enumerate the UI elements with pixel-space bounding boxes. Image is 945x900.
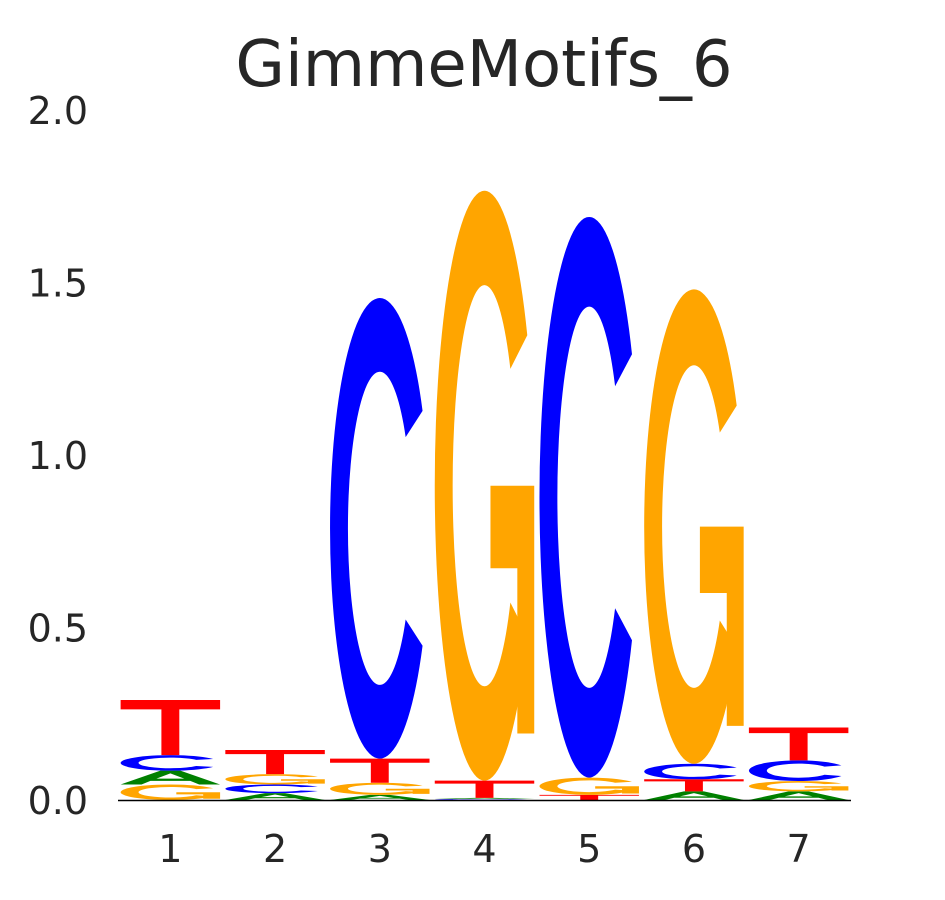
y-tick-label: 1.0 (28, 434, 88, 478)
logo-letter-G (644, 289, 744, 764)
logo-letter-shape (644, 763, 737, 780)
logo-letters (120, 190, 849, 800)
x-tick-label: 1 (158, 827, 182, 871)
logo-letter-shape (225, 784, 318, 794)
logo-letter-shape (644, 289, 737, 764)
logo-letter-C (539, 216, 632, 778)
y-tick-label: 0.0 (28, 779, 88, 823)
logo-letter-A (120, 770, 221, 785)
logo-letter-shape (281, 779, 325, 784)
logo-letter-T (225, 749, 325, 775)
logo-letter-A (434, 797, 535, 799)
logo-letter-shape (176, 792, 221, 799)
logo-letter-T (748, 727, 849, 761)
logo-letter-C (748, 760, 842, 782)
logo-letter-shape (434, 797, 535, 799)
x-tick-label: 7 (787, 827, 811, 871)
logo-letter-shape (434, 798, 528, 800)
x-tick-label: 3 (368, 827, 392, 871)
logo-letter-G (120, 784, 221, 800)
y-tick-label: 2.0 (28, 89, 88, 133)
logo-letter-shape (644, 791, 744, 800)
logo-letter-shape (539, 794, 639, 800)
logo-letter-shape (120, 784, 214, 800)
logo-letter-shape (225, 774, 318, 785)
logo-letter-shape (434, 780, 535, 798)
logo-letter-G (539, 777, 639, 795)
logo-letter-A (644, 791, 744, 800)
logo-letter-T (330, 758, 430, 783)
logo-letter-shape (804, 786, 849, 791)
logo-letter-shape (748, 791, 849, 800)
logo-letter-T (539, 794, 639, 800)
logo-letter-shape (539, 216, 632, 778)
logo-letter-C (434, 798, 528, 800)
logo-letter-G (330, 782, 430, 795)
x-tick-label: 6 (682, 827, 706, 871)
logo-letter-A (225, 793, 325, 800)
logo-letter-shape (699, 526, 744, 726)
x-tick-label: 5 (577, 827, 601, 871)
logo-letter-shape (595, 786, 639, 794)
logo-letter-shape (330, 758, 430, 783)
logo-letter-G (434, 190, 535, 781)
logo-letter-G (748, 781, 849, 792)
logo-letter-A (748, 791, 849, 800)
logo-letter-shape (120, 755, 214, 771)
logo-letter-shape (330, 298, 423, 759)
logo-letter-C (120, 755, 214, 771)
logo-letter-C (644, 763, 737, 780)
logo-letter-shape (330, 782, 423, 795)
logo-letter-A (330, 794, 430, 800)
y-tick-label: 1.5 (28, 262, 88, 306)
logo-letter-C (330, 298, 423, 759)
logo-letter-shape (385, 788, 430, 794)
x-tick-label: 2 (263, 827, 287, 871)
logo-letter-G (225, 774, 325, 785)
y-tick-label: 0.5 (28, 607, 88, 651)
logo-letter-T (434, 780, 535, 798)
logo-letter-shape (490, 485, 535, 734)
logo-letter-shape (434, 190, 528, 781)
logo-letter-T (644, 779, 744, 792)
logo-letter-shape (225, 749, 325, 775)
logo-letter-shape (330, 794, 430, 800)
logo-letter-T (120, 699, 221, 756)
logo-letter-shape (120, 699, 221, 756)
y-axis-ticks: 0.0 0.5 1.0 1.5 2.0 (28, 89, 88, 823)
logo-letter-shape (120, 770, 221, 785)
logo-letter-shape (225, 793, 325, 800)
logo-letter-shape (748, 727, 849, 761)
chart-title: GimmeMotifs_6 (235, 28, 732, 102)
logo-letter-C (225, 784, 318, 794)
x-axis-ticks: 1 2 3 4 5 6 7 (158, 827, 810, 871)
logo-letter-shape (539, 777, 632, 795)
logo-letter-shape (644, 779, 744, 792)
logo-letter-shape (748, 781, 842, 792)
x-tick-label: 4 (472, 827, 496, 871)
logo-letter-shape (748, 760, 842, 782)
